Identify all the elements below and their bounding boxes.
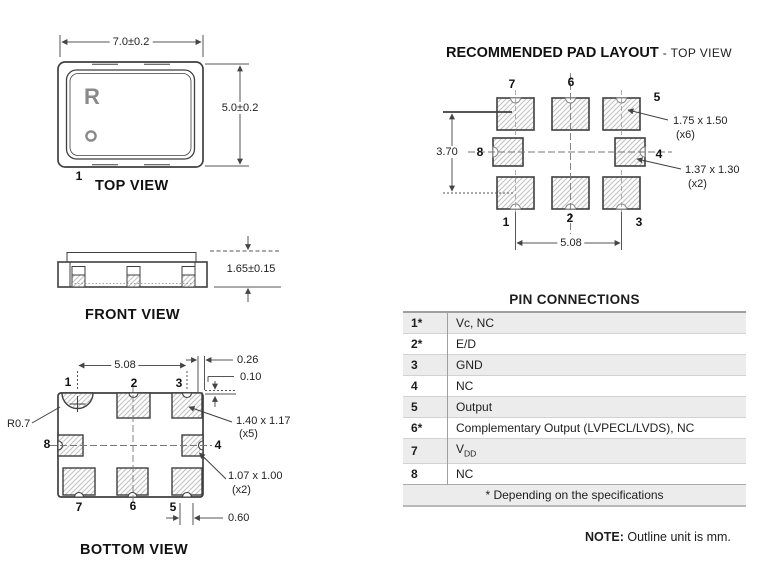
pad-layout-pad-small-dim: 1.37 x 1.30 <box>685 164 740 176</box>
pad-layout-title: RECOMMENDED PAD LAYOUT- TOP VIEW <box>446 44 732 62</box>
pin-function: E/D <box>456 337 477 351</box>
pin-function: NC <box>456 379 474 393</box>
pad-layout-subtitle: - TOP VIEW <box>662 46 733 60</box>
front-view-art <box>57 236 281 302</box>
bottom-view-pad-small-qty: (x2) <box>232 484 251 496</box>
pin-number: 2* <box>403 333 448 355</box>
pin-function: Vc, NC <box>456 316 495 330</box>
pad-pin-6: 6 <box>567 75 575 89</box>
pad-pin-1: 1 <box>502 215 510 229</box>
pin-function: GND <box>456 358 483 372</box>
pin-number: 6* <box>403 417 448 439</box>
top-view-art <box>57 35 249 168</box>
pin-table-row: 8 NC <box>403 463 746 485</box>
pad-pin-8: 8 <box>476 145 484 159</box>
pin-number: 3 <box>403 354 448 376</box>
pin-table-footnote-row: * Depending on the specifications <box>403 484 746 508</box>
pad-layout-pad-large-dim: 1.75 x 1.50 <box>673 115 728 127</box>
pin-connections-title: PIN CONNECTIONS <box>509 292 640 307</box>
bottom-view-pad-large-qty: (x5) <box>239 428 258 440</box>
pad-layout-art <box>443 73 682 250</box>
pin-number: 1* <box>403 312 448 334</box>
pin-function: Output <box>456 400 493 414</box>
manufacturer-logo: R <box>84 84 100 109</box>
bottom-view-castellation-dim: 0.60 <box>228 512 250 524</box>
pin-number: 4 <box>403 375 448 397</box>
pad-pin-3: 3 <box>635 215 643 229</box>
top-view-height-dim: 5.0±0.2 <box>218 102 262 114</box>
bottom-pin-4: 4 <box>214 438 222 452</box>
pin-number: 5 <box>403 396 448 418</box>
bottom-pin-2: 2 <box>130 376 138 390</box>
bottom-pin-3: 3 <box>175 376 183 390</box>
front-view-height-dim: 1.65±0.15 <box>223 263 279 275</box>
pad-layout-vertical-dim: 3.70 <box>433 146 461 158</box>
pin-table-row: 1* Vc, NC <box>403 312 746 334</box>
bottom-pin-8: 8 <box>43 437 51 451</box>
pin-table-row: 5 Output <box>403 396 746 418</box>
pad-pin-4: 4 <box>655 147 663 161</box>
top-view-width-dim: 7.0±0.2 <box>109 36 153 48</box>
bottom-view-offset-dim: 0.10 <box>240 371 262 383</box>
pin-number: 7 <box>403 438 448 464</box>
bottom-view-edge-dim: 0.26 <box>237 354 259 366</box>
pad-pin-2: 2 <box>566 211 574 225</box>
front-view-caption: FRONT VIEW <box>85 307 181 323</box>
pad-layout-pad-large-qty: (x6) <box>676 129 695 141</box>
bottom-view-pad-large-dim: 1.40 x 1.17 <box>236 415 291 427</box>
top-view-pin1-label: 1 <box>75 169 83 183</box>
top-view-caption: TOP VIEW <box>95 178 169 194</box>
bottom-pin-7: 7 <box>75 500 83 514</box>
pin-function: VDD <box>456 442 477 459</box>
pad-layout-pad-small-qty: (x2) <box>688 178 707 190</box>
pad-pin-7: 7 <box>508 77 516 91</box>
pin-table-row: 4 NC <box>403 375 746 397</box>
bottom-pin-1: 1 <box>64 375 72 389</box>
bottom-view-caption: BOTTOM VIEW <box>80 542 189 558</box>
pin-table-row: 2* E/D <box>403 333 746 355</box>
pin-function: Complementary Output (LVPECL/LVDS), NC <box>456 421 695 435</box>
bottom-view-radius-dim: R0.7 <box>7 418 31 430</box>
bottom-pin-6: 6 <box>129 499 137 513</box>
pin-function: NC <box>456 467 474 482</box>
pad-layout-title-text: RECOMMENDED PAD LAYOUT <box>446 45 659 61</box>
bottom-view-pitch-dim: 5.08 <box>111 359 139 371</box>
pad-layout-horizontal-dim: 5.08 <box>557 237 585 249</box>
pad-pin-5: 5 <box>653 90 661 104</box>
note-text: Outline unit is mm. <box>623 530 731 544</box>
pin-table-footnote: * Depending on the specifications <box>403 484 746 508</box>
bottom-pin-5: 5 <box>169 500 177 514</box>
note-label: NOTE: <box>585 530 624 544</box>
pin-table-row: 7 VDD <box>403 438 746 464</box>
bottom-view-art <box>31 356 236 525</box>
bottom-view-pad-small-dim: 1.07 x 1.00 <box>228 470 283 482</box>
pin-number: 8 <box>403 463 448 485</box>
outline-note: NOTE: Outline unit is mm. <box>585 530 731 544</box>
pin-table-row: 6* Complementary Output (LVPECL/LVDS), NC <box>403 417 746 439</box>
pin-table-row: 3 GND <box>403 354 746 376</box>
